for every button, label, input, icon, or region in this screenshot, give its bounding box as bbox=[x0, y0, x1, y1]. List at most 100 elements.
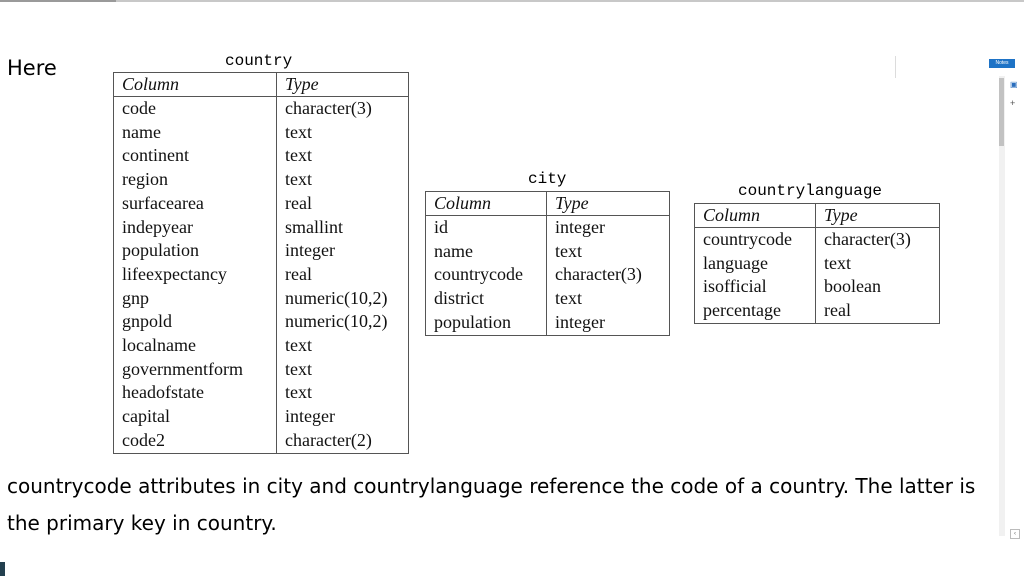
column-type-cell: integer bbox=[555, 311, 605, 332]
column-name-cell: code bbox=[113, 96, 277, 121]
column-type-cell: text bbox=[824, 252, 851, 273]
table-row: surfacearea real bbox=[113, 191, 409, 216]
column-type-cell: text bbox=[555, 288, 582, 309]
column-name-cell: id bbox=[425, 215, 547, 240]
column-name-cell: indepyear bbox=[113, 215, 277, 240]
column-type-cell: boolean bbox=[824, 276, 881, 297]
intro-label: Here bbox=[7, 56, 57, 80]
country-table-title: country bbox=[225, 52, 293, 70]
type-header: Type bbox=[276, 72, 409, 97]
table-row: region text bbox=[113, 168, 409, 192]
column-type-cell: character(3) bbox=[824, 229, 911, 249]
table-row: capital integer bbox=[113, 405, 409, 429]
table-row: language text bbox=[694, 251, 940, 276]
table-header-row: Column Type bbox=[694, 203, 940, 228]
city-table-title: city bbox=[528, 170, 567, 188]
column-type-cell: integer bbox=[285, 240, 335, 261]
table-row: name text bbox=[425, 239, 670, 264]
column-type-cell: real bbox=[285, 192, 312, 213]
column-name-cell: headofstate bbox=[113, 381, 277, 406]
column-header: Column bbox=[425, 191, 547, 216]
divider bbox=[895, 56, 896, 78]
column-type-cell: text bbox=[285, 145, 312, 166]
column-type-cell: character(3) bbox=[555, 264, 642, 285]
table-row: headofstate text bbox=[113, 381, 409, 406]
table-row: gnpold numeric(10,2) bbox=[113, 310, 409, 335]
bottom-left-marker bbox=[0, 562, 5, 576]
column-type-cell: character(2) bbox=[285, 429, 372, 450]
table-row: code2 character(2) bbox=[113, 428, 409, 454]
table-row: indepyear smallint bbox=[113, 215, 409, 240]
scrollbar-thumb[interactable] bbox=[999, 78, 1004, 146]
column-name-cell: countrycode bbox=[694, 227, 816, 252]
column-name-cell: population bbox=[425, 310, 547, 336]
column-name-cell: name bbox=[113, 120, 277, 145]
column-name-cell: region bbox=[113, 168, 277, 192]
column-name-cell: gnp bbox=[113, 286, 277, 311]
column-type-cell: real bbox=[824, 300, 851, 321]
column-header: Column bbox=[113, 72, 277, 97]
scrollbar[interactable] bbox=[999, 76, 1005, 536]
column-type-cell: text bbox=[285, 358, 312, 379]
column-type-cell: smallint bbox=[285, 216, 343, 237]
top-border bbox=[0, 0, 1024, 2]
column-type-cell: text bbox=[285, 169, 312, 190]
column-name-cell: capital bbox=[113, 405, 277, 429]
plus-icon[interactable]: + bbox=[1010, 98, 1016, 108]
type-header: Type bbox=[815, 203, 940, 228]
column-name-cell: surfacearea bbox=[113, 191, 277, 216]
scroll-arrow-icon[interactable]: ‹ bbox=[1010, 529, 1020, 539]
column-name-cell: gnpold bbox=[113, 310, 277, 335]
column-name-cell: language bbox=[694, 251, 816, 276]
column-name-cell: localname bbox=[113, 334, 277, 358]
table-row: population integer bbox=[425, 310, 670, 336]
document-icon[interactable]: ▣ bbox=[1010, 80, 1018, 89]
notes-button[interactable]: Notes bbox=[989, 59, 1015, 68]
table-row: localname text bbox=[113, 334, 409, 358]
column-type-cell: text bbox=[285, 121, 312, 142]
column-type-cell: numeric(10,2) bbox=[285, 287, 388, 308]
column-type-cell: character(3) bbox=[285, 98, 372, 118]
column-name-cell: percentage bbox=[694, 299, 816, 324]
bottom-bar bbox=[0, 560, 1024, 576]
column-type-cell: integer bbox=[285, 406, 335, 427]
table-header-row: Column Type bbox=[113, 72, 409, 97]
column-type-cell: numeric(10,2) bbox=[285, 311, 388, 332]
caption-text: countrycode attributes in city and count… bbox=[7, 474, 976, 535]
top-border-accent bbox=[0, 0, 116, 2]
table-row: id integer bbox=[425, 215, 670, 240]
table-row: isofficial boolean bbox=[694, 275, 940, 300]
column-type-cell: text bbox=[285, 382, 312, 403]
table-row: population integer bbox=[113, 239, 409, 263]
table-row: district text bbox=[425, 287, 670, 311]
type-header: Type bbox=[546, 191, 670, 216]
table-row: gnp numeric(10,2) bbox=[113, 286, 409, 311]
column-name-cell: isofficial bbox=[694, 275, 816, 300]
column-type-cell: text bbox=[555, 240, 582, 261]
table-row: code character(3) bbox=[113, 96, 409, 121]
column-type-cell: real bbox=[285, 263, 312, 284]
table-row: continent text bbox=[113, 144, 409, 169]
table-row: name text bbox=[113, 120, 409, 145]
table-row: countrycode character(3) bbox=[694, 227, 940, 252]
column-name-cell: governmentform bbox=[113, 357, 277, 382]
column-type-cell: text bbox=[285, 335, 312, 356]
column-type-cell: integer bbox=[555, 217, 605, 237]
table-row: countrycode character(3) bbox=[425, 263, 670, 288]
column-name-cell: countrycode bbox=[425, 263, 547, 288]
column-name-cell: code2 bbox=[113, 428, 277, 454]
table-row: lifeexpectancy real bbox=[113, 262, 409, 287]
table-row: percentage real bbox=[694, 299, 940, 324]
column-header: Column bbox=[694, 203, 816, 228]
column-name-cell: population bbox=[113, 239, 277, 263]
countrylanguage-table-title: countrylanguage bbox=[738, 182, 883, 200]
table-header-row: Column Type bbox=[425, 191, 670, 216]
column-name-cell: continent bbox=[113, 144, 277, 169]
column-name-cell: lifeexpectancy bbox=[113, 262, 277, 287]
table-row: governmentform text bbox=[113, 357, 409, 382]
column-name-cell: name bbox=[425, 239, 547, 264]
column-name-cell: district bbox=[425, 287, 547, 311]
